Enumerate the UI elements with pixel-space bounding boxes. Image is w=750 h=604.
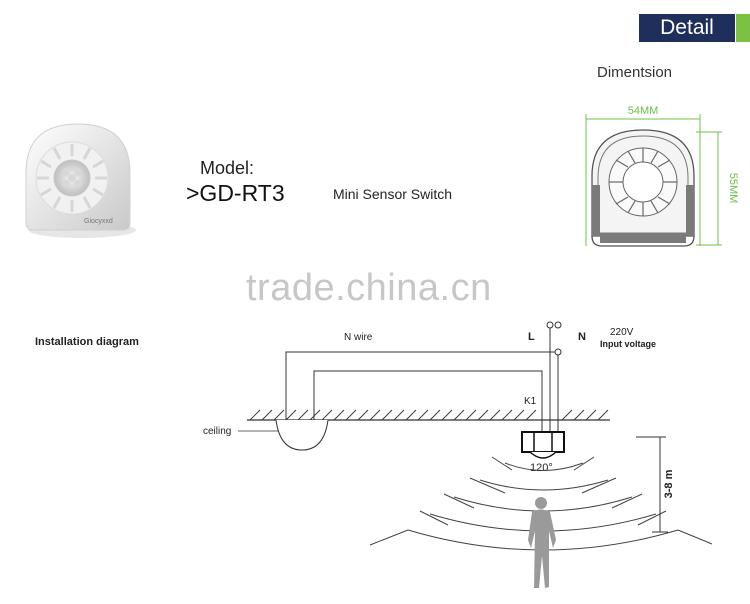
height-dimension-label: 55MM (727, 173, 738, 204)
watermark: trade.china.cn (246, 267, 492, 309)
l-terminal (546, 321, 554, 329)
detail-tab-accent (736, 14, 750, 42)
product-photo: Giocyxxd (25, 123, 136, 238)
voltage-value: 220V (610, 327, 634, 338)
sensor-unit (521, 431, 565, 459)
angle-label: 120° (530, 462, 553, 474)
ceiling-label: ceiling (203, 426, 231, 437)
height-label: 3-8 m (663, 469, 675, 498)
voltage-label: Input voltage (600, 339, 656, 349)
width-dimension-label: 54MM (628, 105, 659, 117)
junction-box (275, 419, 329, 451)
n-wire-label: N wire (344, 332, 373, 343)
model-label: Model: (200, 158, 255, 178)
installation-diagram: N wire L N 220V Input voltage K1 ceiling (203, 321, 713, 588)
installation-title: Installation diagram (35, 336, 139, 348)
n-label: N (578, 331, 586, 343)
ceiling (247, 409, 610, 421)
model-value: >GD-RT3 (186, 180, 285, 206)
device-front-view (591, 129, 695, 247)
dimension-title: Dimentsion (597, 64, 673, 81)
dimension-drawing: 54MM 55MM (585, 105, 738, 247)
k1-label: K1 (524, 396, 537, 407)
product-description: Mini Sensor Switch (333, 186, 453, 202)
height-marker (636, 436, 668, 533)
product-brand-text: Giocyxxd (84, 218, 113, 225)
wiring (285, 325, 559, 432)
n-terminal (554, 321, 562, 329)
person-silhouette (528, 497, 556, 588)
l-label: L (528, 331, 535, 343)
detail-tab[interactable]: Detail (639, 14, 735, 42)
